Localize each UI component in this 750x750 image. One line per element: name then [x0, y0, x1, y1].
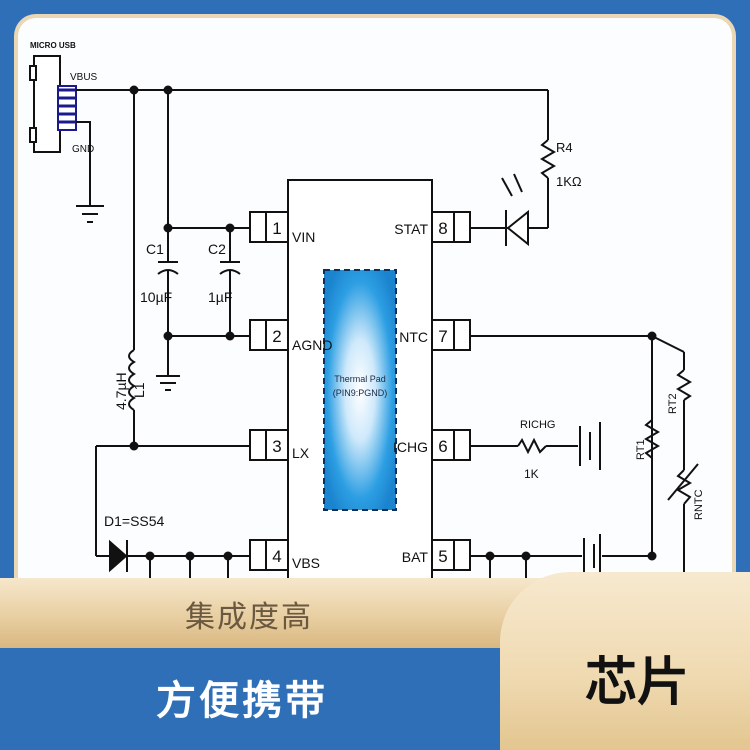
pin-6-name: ICHG [393, 439, 428, 455]
d1-label: D1=SS54 [104, 513, 165, 529]
gnd-label: GND [72, 144, 94, 155]
rt1-label: RT1 [635, 439, 647, 460]
l1-name: L1 [131, 382, 147, 398]
pin-1-number: 1 [272, 219, 281, 238]
category-tab [500, 572, 750, 750]
c1-value: 10µF [140, 289, 172, 305]
category-tab-text: 芯片 [585, 654, 690, 712]
pin-7-name: NTC [399, 329, 428, 345]
richg-value: 1K [524, 467, 539, 481]
pin-5-number: 5 [438, 547, 447, 566]
rntc-label: RNTC [693, 489, 705, 520]
pin-3-number: 3 [272, 437, 281, 456]
pin-4-number: 4 [272, 547, 281, 566]
pin-5-name: BAT [402, 549, 429, 565]
ribbon-text: 集成度高 [185, 601, 313, 634]
pin-6-number: 6 [438, 437, 447, 456]
pin-2-number: 2 [272, 327, 281, 346]
usb-connector [33, 55, 61, 153]
l1-value: 4.7µH [113, 372, 129, 410]
rt2-label: RT2 [667, 393, 679, 414]
c2-value: 1µF [208, 289, 232, 305]
pin-3-name: LX [292, 445, 310, 461]
main-slogan: 方便携带 [156, 679, 328, 723]
vbus-label: VBUS [70, 72, 98, 83]
feature-ribbon [0, 578, 560, 648]
pin-8-name: STAT [394, 221, 428, 237]
c2-name: C2 [208, 241, 226, 257]
thermal-pad-label-1: Thermal Pad [334, 374, 386, 384]
usb-label: MICRO USB [30, 41, 76, 50]
r4-value: 1KΩ [556, 174, 582, 189]
r4-name: R4 [556, 140, 573, 155]
pin-1-name: VIN [292, 229, 315, 245]
pin-4-name: VBS [292, 555, 320, 571]
pin-8-number: 8 [438, 219, 447, 238]
thermal-pad-label-2: (PIN9:PGND) [333, 388, 388, 398]
thermal-pad [323, 269, 397, 511]
c1-name: C1 [146, 241, 164, 257]
richg-name: RICHG [520, 419, 555, 431]
pin-2-name: AGND [292, 337, 332, 353]
pin-7-number: 7 [438, 327, 447, 346]
